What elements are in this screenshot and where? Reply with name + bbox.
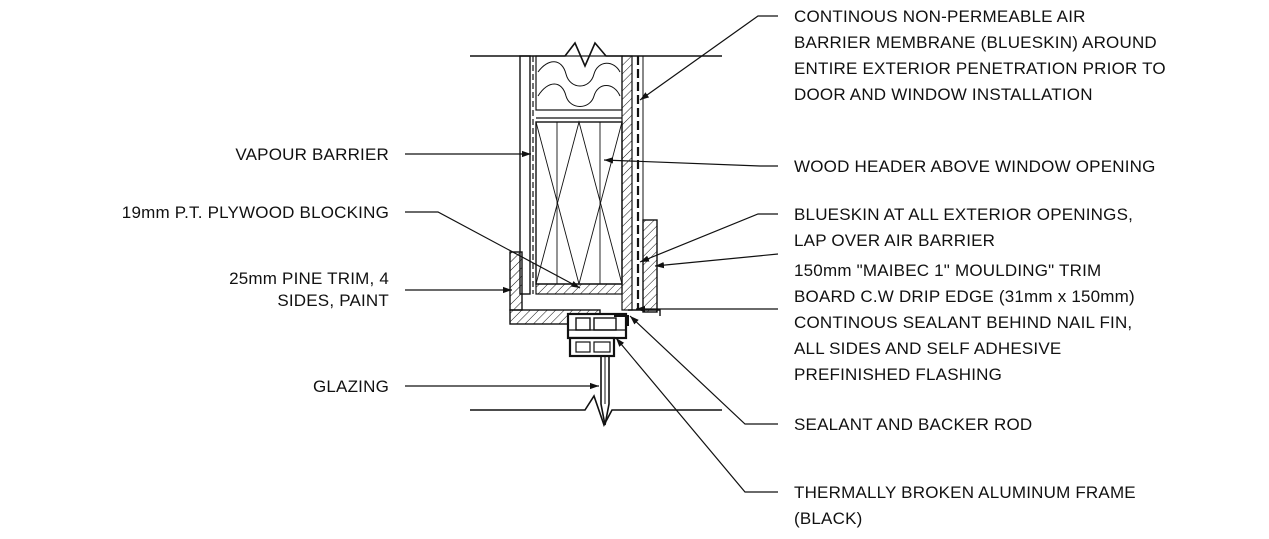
label-blueskin-line1: BLUESKIN AT ALL EXTERIOR OPENINGS, [794, 205, 1133, 224]
label-glazing: GLAZING [313, 377, 389, 396]
aluminum-window-frame [566, 312, 629, 358]
wood-header [535, 121, 623, 285]
top-break-line [470, 41, 722, 69]
exterior-trim-board [642, 219, 658, 313]
interior-pine-trim [509, 251, 523, 311]
label-alum-frame-line1: THERMALLY BROKEN ALUMINUM FRAME [794, 483, 1136, 502]
left-labels: VAPOUR BARRIER 19mm P.T. PLYWOOD BLOCKIN… [122, 145, 599, 396]
label-sealant-nailfin-line2: ALL SIDES AND SELF ADHESIVE [794, 339, 1061, 358]
leader-plywood-blocking [405, 211, 581, 289]
wood-header-x-marks [535, 120, 623, 286]
leader-air-barrier [639, 15, 778, 101]
label-sealant-backer: SEALANT AND BACKER ROD [794, 415, 1032, 434]
leader-trim-board [654, 253, 779, 269]
leader-sealant-backer [629, 315, 778, 425]
label-plywood-blocking: 19mm P.T. PLYWOOD BLOCKING [122, 203, 389, 222]
glazing-unit [600, 355, 610, 426]
label-blueskin-line2: LAP OVER AIR BARRIER [794, 231, 995, 250]
leader-blueskin [639, 213, 778, 263]
interior-drywall [519, 55, 531, 295]
bottom-break-line [470, 394, 722, 427]
insulation-zone [535, 55, 623, 111]
label-trim-board-line2: BOARD C.W DRIP EDGE (31mm x 150mm) [794, 287, 1135, 306]
label-pine-trim-line1: 25mm PINE TRIM, 4 [229, 269, 389, 288]
label-air-barrier-line1: CONTINOUS NON-PERMEABLE AIR [794, 7, 1086, 26]
label-air-barrier-line4: DOOR AND WINDOW INSTALLATION [794, 85, 1093, 104]
label-pine-trim-line2: SIDES, PAINT [277, 291, 389, 310]
leader-wood-header [603, 157, 778, 167]
label-air-barrier-line2: BARRIER MEMBRANE (BLUESKIN) AROUND [794, 33, 1157, 52]
insulation-batt [537, 61, 621, 107]
label-sealant-nailfin-line3: PREFINISHED FLASHING [794, 365, 1002, 384]
label-alum-frame-line2: (BLACK) [794, 509, 862, 528]
right-labels: CONTINOUS NON-PERMEABLE AIR BARRIER MEMB… [603, 7, 1166, 528]
exterior-sheathing [621, 55, 633, 311]
label-trim-board-line1: 150mm "MAIBEC 1" MOULDING" TRIM [794, 261, 1101, 280]
label-air-barrier-line3: ENTIRE EXTERIOR PENETRATION PRIOR TO [794, 59, 1166, 78]
leader-alum-frame [615, 337, 778, 493]
label-wood-header: WOOD HEADER ABOVE WINDOW OPENING [794, 157, 1156, 176]
label-sealant-nailfin-line1: CONTINOUS SEALANT BEHIND NAIL FIN, [794, 313, 1132, 332]
label-vapour-barrier: VAPOUR BARRIER [235, 145, 389, 164]
plywood-blocking [535, 283, 623, 295]
